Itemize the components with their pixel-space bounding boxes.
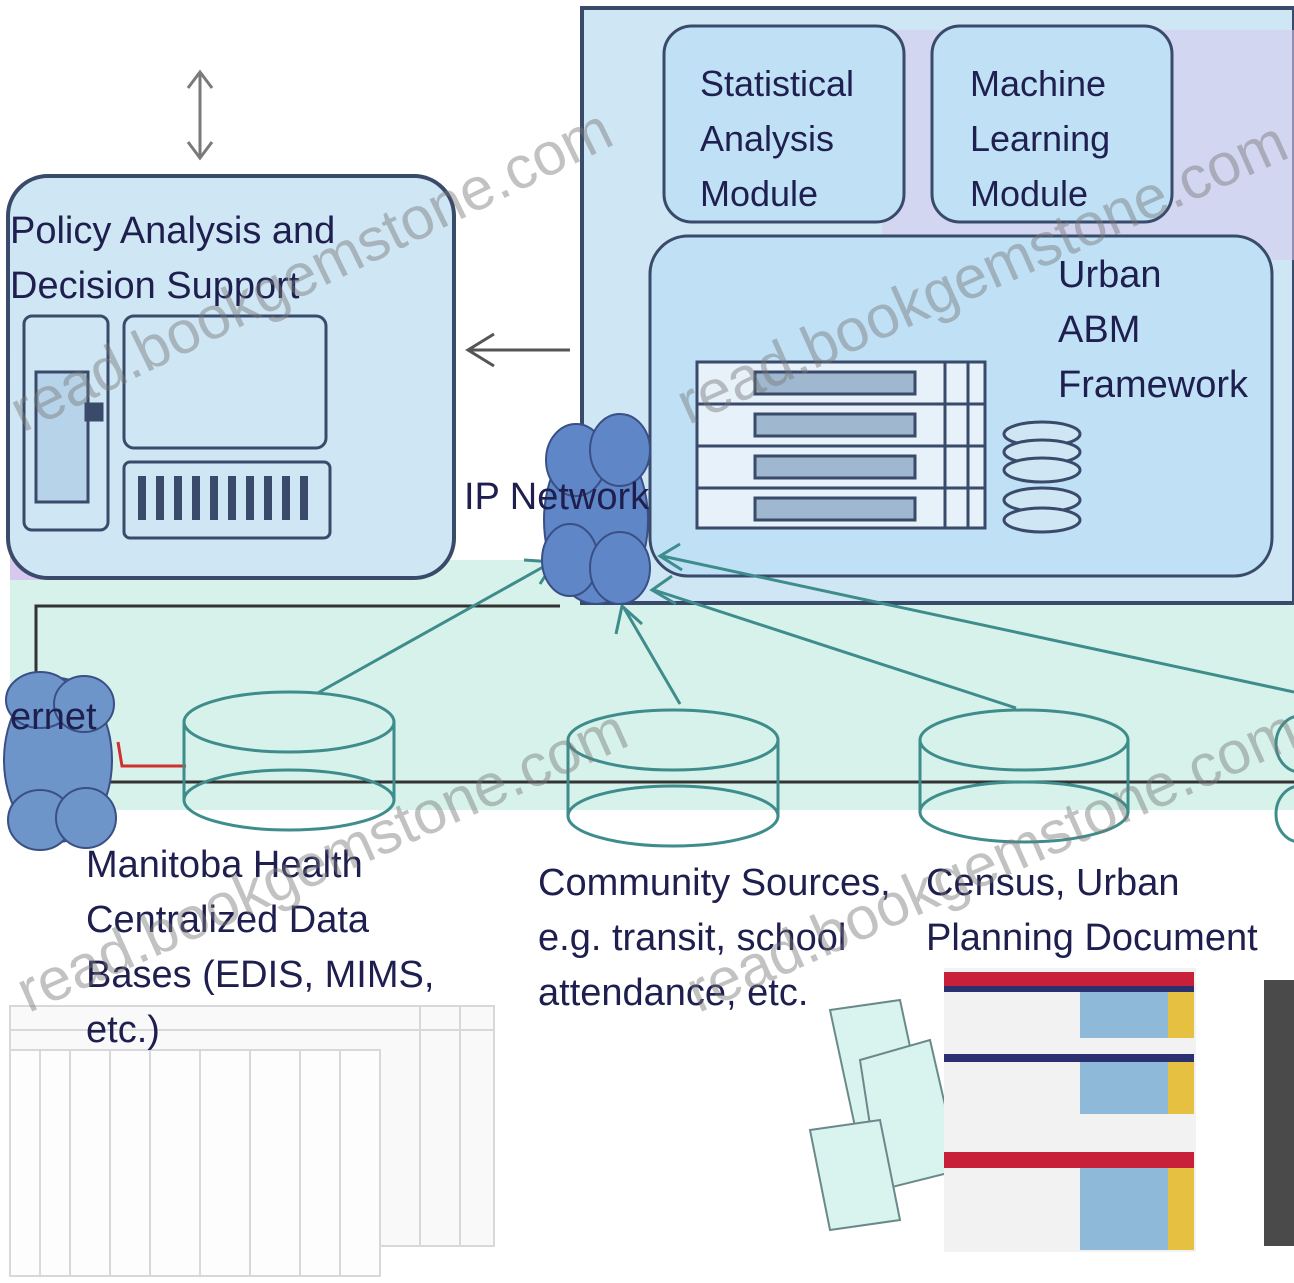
report-thumbnails [944, 968, 1294, 1252]
database-partial [1274, 715, 1294, 843]
community-sources-label: Community Sources, e.g. transit, school … [538, 862, 891, 1014]
census-planning-label: Census, Urban Planning Document [926, 862, 1258, 959]
internet-cloud [3, 671, 117, 851]
workstation-icon [22, 314, 332, 540]
bidirectional-arrow [186, 69, 214, 161]
database-census [918, 708, 1130, 844]
machine-learning-module-label: Machine Learning Module [970, 63, 1111, 214]
results-arrow [465, 332, 570, 368]
policy-analysis-label: Policy Analysis and Decision Support [10, 210, 336, 307]
disk-stack [1002, 420, 1082, 534]
statistical-module-label: Statistical Analysis Module [700, 63, 855, 214]
ip-network-cloud [541, 413, 651, 605]
database-community [566, 708, 780, 848]
urban-abm-framework-label: Urban ABM Framework [1058, 254, 1249, 406]
internet-label: ernet [10, 696, 97, 738]
manitoba-health-label: Manitoba Health Centralized Data Bases (… [86, 844, 435, 1051]
ip-network-label: IP Network [464, 476, 650, 518]
machine-learning-module-box [930, 24, 1174, 224]
statistical-module-box [662, 24, 906, 224]
network-lines [10, 604, 1294, 784]
server-rack [695, 360, 987, 530]
data-table-thumbnail [9, 1005, 495, 1277]
database-manitoba [182, 690, 396, 832]
internet-link [116, 741, 186, 768]
paper-documents [808, 998, 962, 1232]
